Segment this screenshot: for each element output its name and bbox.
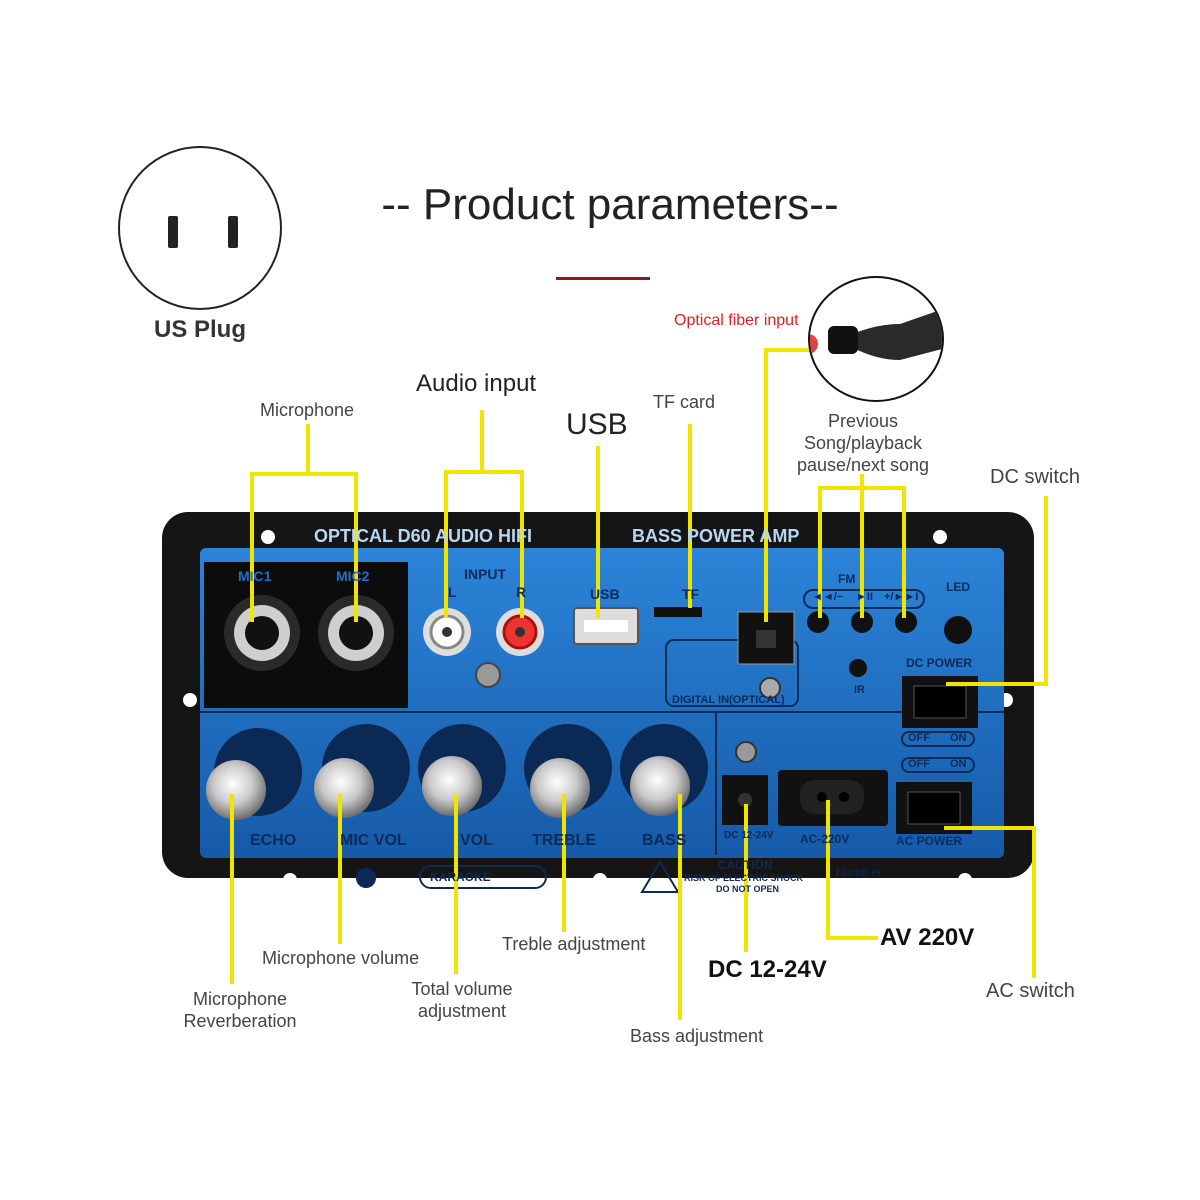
mounting-holes <box>183 530 1013 887</box>
ir-label: IR <box>854 684 865 696</box>
digital-in-label: DIGITAL IN(OPTICAL) <box>672 694 785 706</box>
dc-jack-label: DC 12-24V <box>724 830 774 841</box>
panel-title-left: OPTICAL D60 AUDIO HIFI <box>314 526 533 546</box>
ac-socket-label: AC-220V <box>800 832 850 846</box>
knob-echo <box>206 728 302 820</box>
caution-label: CAUTION <box>718 858 773 872</box>
number-label: Numb er <box>836 865 883 879</box>
dc-12-24v-callout: DC 12-24V <box>708 956 827 983</box>
knob-bass-label: BASS <box>642 832 687 849</box>
us-plug-icon <box>118 146 282 310</box>
input-l-label: L <box>448 584 457 600</box>
microphone-volume-callout: Microphone volume <box>262 948 420 968</box>
led-indicator <box>944 616 972 644</box>
ac-on-label: ON <box>950 758 967 770</box>
knob-bass <box>620 724 708 816</box>
usb-callout: USB <box>566 408 628 441</box>
av-220v-callout: AV 220V <box>880 924 975 951</box>
mic2-label: MIC2 <box>336 568 370 584</box>
bass-adjustment-callout: Bass adjustment <box>630 1026 764 1046</box>
microphone-callout: Microphone <box>260 400 355 420</box>
knob-echo-label: ECHO <box>250 832 297 849</box>
fm-play-label: ►II <box>856 591 873 603</box>
treble-adjustment-callout: Treble adjustment <box>502 934 646 954</box>
fm-label: FM <box>838 572 856 586</box>
ac-power-label: AC POWER <box>896 834 962 848</box>
dc-off-label: OFF <box>908 732 930 744</box>
dc-on-label: ON <box>950 732 967 744</box>
usb-panel-label: USB <box>590 586 620 602</box>
page-title: -- Product parameters-- <box>381 180 839 229</box>
input-r-label: R <box>516 584 527 600</box>
audio-input-callout: Audio input <box>416 370 537 397</box>
us-plug-label: US Plug <box>153 316 246 343</box>
ac-off-label: OFF <box>908 758 930 770</box>
plug-prong-right <box>228 216 238 248</box>
microphone-reverberation-callout: Microphone Reverberation <box>183 989 297 1031</box>
optical-fiber-inset <box>808 276 944 402</box>
input-label: INPUT <box>464 566 506 582</box>
panel-title-right: BASS POWER AMP <box>632 526 800 546</box>
rca-right-jack <box>496 608 544 656</box>
total-volume-callout: Total volume adjustment <box>411 979 513 1021</box>
ir-receiver <box>849 659 867 677</box>
knob-vol <box>418 724 506 816</box>
dc-switch-callout: DC switch <box>990 466 1081 488</box>
rca-left-jack <box>423 608 471 656</box>
title-divider <box>556 277 650 280</box>
knob-mic-vol <box>314 724 410 818</box>
tf-card-callout: TF card <box>653 392 716 412</box>
knob-mic-vol-label: MIC VOL <box>340 832 407 849</box>
previous-song-callout: Previous Song/playback pause/next song <box>796 411 930 475</box>
fm-next-label: +/►►I <box>884 591 919 603</box>
mic1-label: MIC1 <box>238 568 272 584</box>
fm-buttons <box>807 611 917 633</box>
optical-fiber-input-label: Optical fiber input <box>674 312 799 329</box>
caution-sub2: DO NOT OPEN <box>716 884 780 894</box>
fm-prev-label: ◄◄/− <box>812 591 844 603</box>
knob-treble <box>524 724 612 818</box>
tf-panel-label: TF <box>682 586 700 602</box>
callout-lines <box>230 348 1048 1020</box>
ac-switch-callout: AC switch <box>986 980 1075 1002</box>
knob-treble-label: TREBLE <box>532 832 596 849</box>
mic1-jack <box>224 595 300 671</box>
karaoke-label: KARAOKE <box>430 870 491 884</box>
dc-power-label: DC POWER <box>906 656 972 670</box>
tf-slot <box>654 607 702 617</box>
led-label: LED <box>946 580 970 594</box>
caution-sub1: RISK OF ELECTRIC SHOCK <box>684 873 804 883</box>
knob-vol-label: VOL <box>460 832 493 849</box>
mic2-jack <box>318 595 394 671</box>
plug-prong-left <box>168 216 178 248</box>
